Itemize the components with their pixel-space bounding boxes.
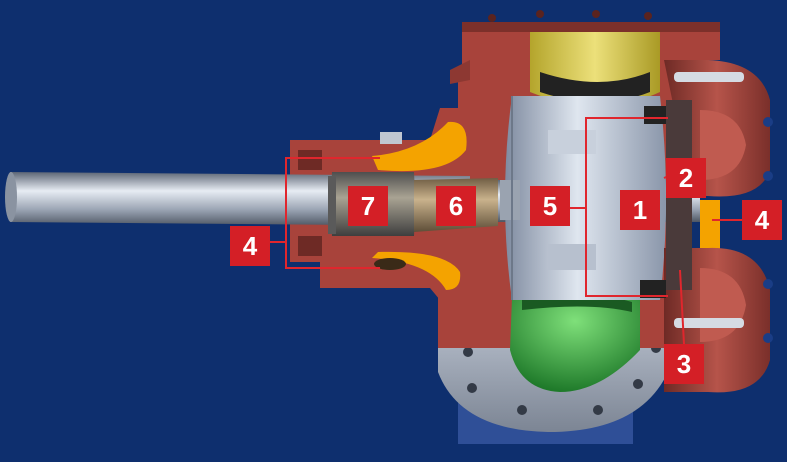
callout-4-right: 4 — [742, 200, 782, 240]
callout-1: 1 — [620, 190, 660, 230]
callout-7: 7 — [348, 186, 388, 226]
callout-5: 5 — [530, 186, 570, 226]
bracket-4-left — [285, 157, 380, 269]
callout-4-left: 4 — [230, 226, 270, 266]
leader-3 — [679, 269, 685, 345]
callout-6: 6 — [436, 186, 476, 226]
suction-port — [530, 32, 660, 106]
callout-3: 3 — [664, 344, 704, 384]
seal-fluid — [372, 121, 720, 290]
callout-2: 2 — [666, 158, 706, 198]
